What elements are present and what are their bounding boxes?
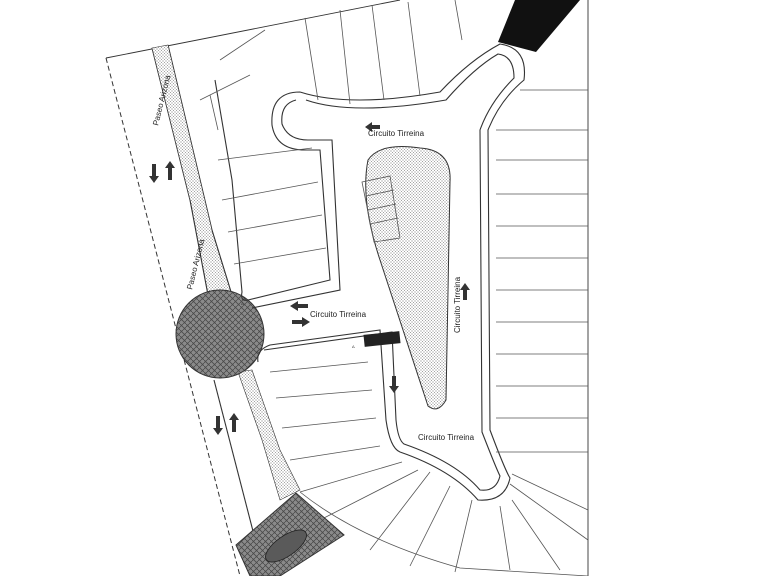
circuito-tirreina-road: [214, 43, 526, 501]
one-way-arrows: [149, 122, 470, 435]
marker-1: Δ: [241, 301, 244, 306]
bottom-paver-strip: [235, 492, 345, 576]
arrow-down-icon: [213, 416, 223, 435]
lot-lines: [199, 0, 589, 576]
marker-3: Δ: [352, 344, 355, 349]
arrow-down-icon: [389, 376, 399, 393]
arrow-right-icon: [292, 317, 310, 327]
arrow-left-icon: [290, 301, 308, 311]
parking-rows: [361, 175, 401, 243]
paver-roundabout: [175, 289, 265, 379]
arrow-left-icon: [365, 122, 380, 132]
marker-2: Δ: [256, 349, 259, 354]
label-circuito-tirreina-right: Circuito Tirreina: [453, 276, 462, 333]
arrow-up-icon: [460, 283, 470, 300]
label-circuito-tirreina-bottom: Circuito Tirreina: [418, 433, 475, 442]
survey-markers: Δ Δ Δ: [241, 301, 355, 354]
arrow-down-icon: [149, 164, 159, 183]
label-circuito-tirreina-top: Circuito Tirreina: [368, 129, 425, 138]
arrow-up-icon: [229, 413, 239, 432]
label-circuito-tirreina-mid: Circuito Tirreina: [310, 310, 367, 319]
arrow-up-icon: [165, 161, 175, 180]
dark-access-patch: [498, 0, 580, 52]
